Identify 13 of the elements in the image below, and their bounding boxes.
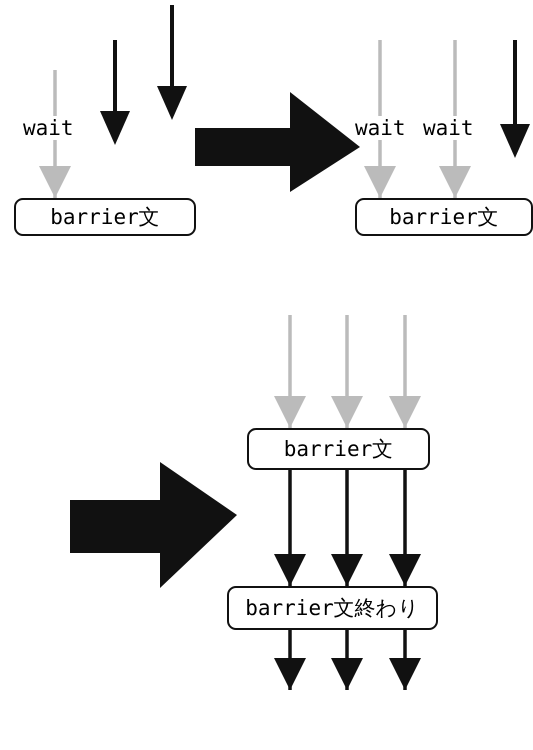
arrow: [331, 470, 363, 586]
arrow: [274, 630, 306, 690]
arrow: [331, 315, 363, 428]
arrow: [274, 470, 306, 586]
arrow: [389, 630, 421, 690]
barrier-box: barrier文: [247, 428, 430, 470]
barrier-box: barrier文: [14, 198, 196, 236]
barrier-box: barrier文: [355, 198, 533, 236]
arrow: [389, 470, 421, 586]
barrier-box: barrier文終わり: [227, 586, 438, 630]
arrow: [331, 630, 363, 690]
arrow: [274, 315, 306, 428]
arrow: [389, 315, 421, 428]
